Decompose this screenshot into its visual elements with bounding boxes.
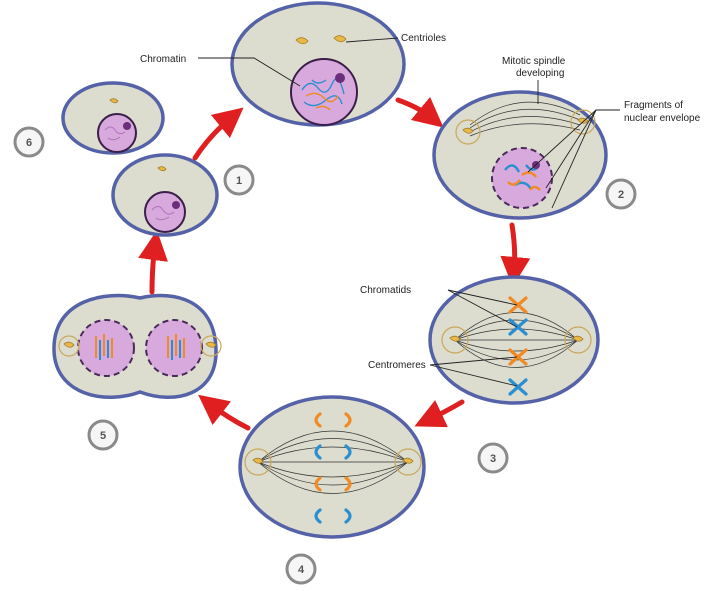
cell-interphase — [232, 3, 404, 125]
arrow-2-to-3 — [512, 225, 515, 272]
label-fragments-line1: Fragments of — [624, 100, 683, 111]
step-number: 2 — [618, 189, 624, 201]
nucleolus — [172, 201, 180, 209]
step-badge-1: 1 — [225, 166, 253, 194]
nucleolus — [335, 73, 345, 83]
cell-1 — [113, 155, 217, 235]
step-badge-6: 6 — [15, 128, 43, 156]
cell-3 — [430, 277, 598, 403]
cell-6 — [63, 83, 163, 153]
arrow-top-to-2 — [398, 100, 432, 118]
step-number: 4 — [298, 564, 305, 576]
nucleus-fragmenting — [492, 148, 552, 208]
cell-2 — [434, 92, 606, 218]
step-number: 5 — [100, 430, 106, 442]
arrow-3-to-4 — [428, 402, 462, 420]
label-centromeres: Centromeres — [368, 360, 426, 371]
step-number: 6 — [26, 137, 32, 149]
nucleus — [98, 114, 136, 152]
arrow-4-to-5 — [210, 404, 248, 428]
label-chromatids: Chromatids — [360, 285, 411, 296]
label-spindle-line2: developing — [516, 68, 564, 79]
step-number: 1 — [236, 175, 242, 187]
step-badge-3: 3 — [479, 444, 507, 472]
step-badge-5: 5 — [89, 421, 117, 449]
step-badge-4: 4 — [287, 555, 315, 583]
step-number: 3 — [490, 453, 496, 465]
arrow-1-to-top — [195, 117, 232, 158]
label-centrioles: Centrioles — [401, 33, 446, 44]
nucleolus — [123, 122, 131, 130]
label-chromatin: Chromatin — [140, 54, 186, 65]
cell-4 — [240, 397, 424, 537]
cell-5 — [54, 296, 221, 398]
label-fragments-line2: nuclear envelope — [624, 113, 701, 124]
step-badge-2: 2 — [607, 180, 635, 208]
arrow-5-to-1 — [152, 245, 155, 292]
label-spindle-line1: Mitotic spindle — [502, 56, 566, 67]
nucleus-reforming — [146, 320, 202, 376]
nucleus-reforming — [78, 320, 134, 376]
